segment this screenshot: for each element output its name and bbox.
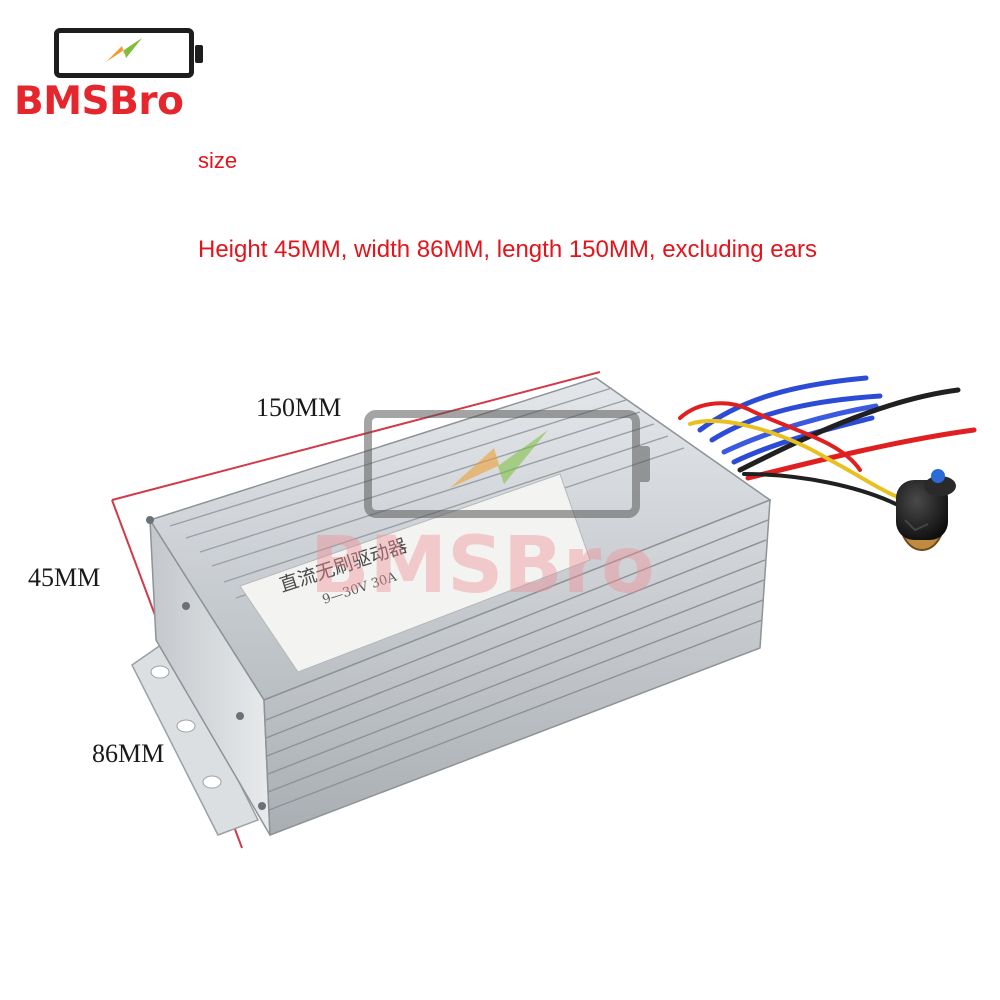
lead-wires — [678, 375, 977, 508]
heatsink-front — [146, 498, 771, 837]
size-heading: size — [198, 148, 238, 173]
width-dimension-label: 86MM — [92, 739, 164, 768]
height-dimension-label: 45MM — [28, 563, 100, 592]
watermark-text: BMSBro — [310, 521, 655, 611]
battery-icon — [54, 28, 203, 78]
watermark: BMSBro — [310, 410, 655, 611]
dimensions-caption: Height 45MM, width 86MM, length 150MM, e… — [198, 236, 817, 263]
brand-name: BMSBro — [14, 79, 184, 124]
bolt-icon — [106, 38, 142, 62]
potentiometer-knob — [896, 469, 956, 551]
mounting-ear — [131, 638, 260, 836]
length-dimension-label: 150MM — [256, 393, 341, 422]
brand-logo: BMSBro — [14, 20, 234, 130]
